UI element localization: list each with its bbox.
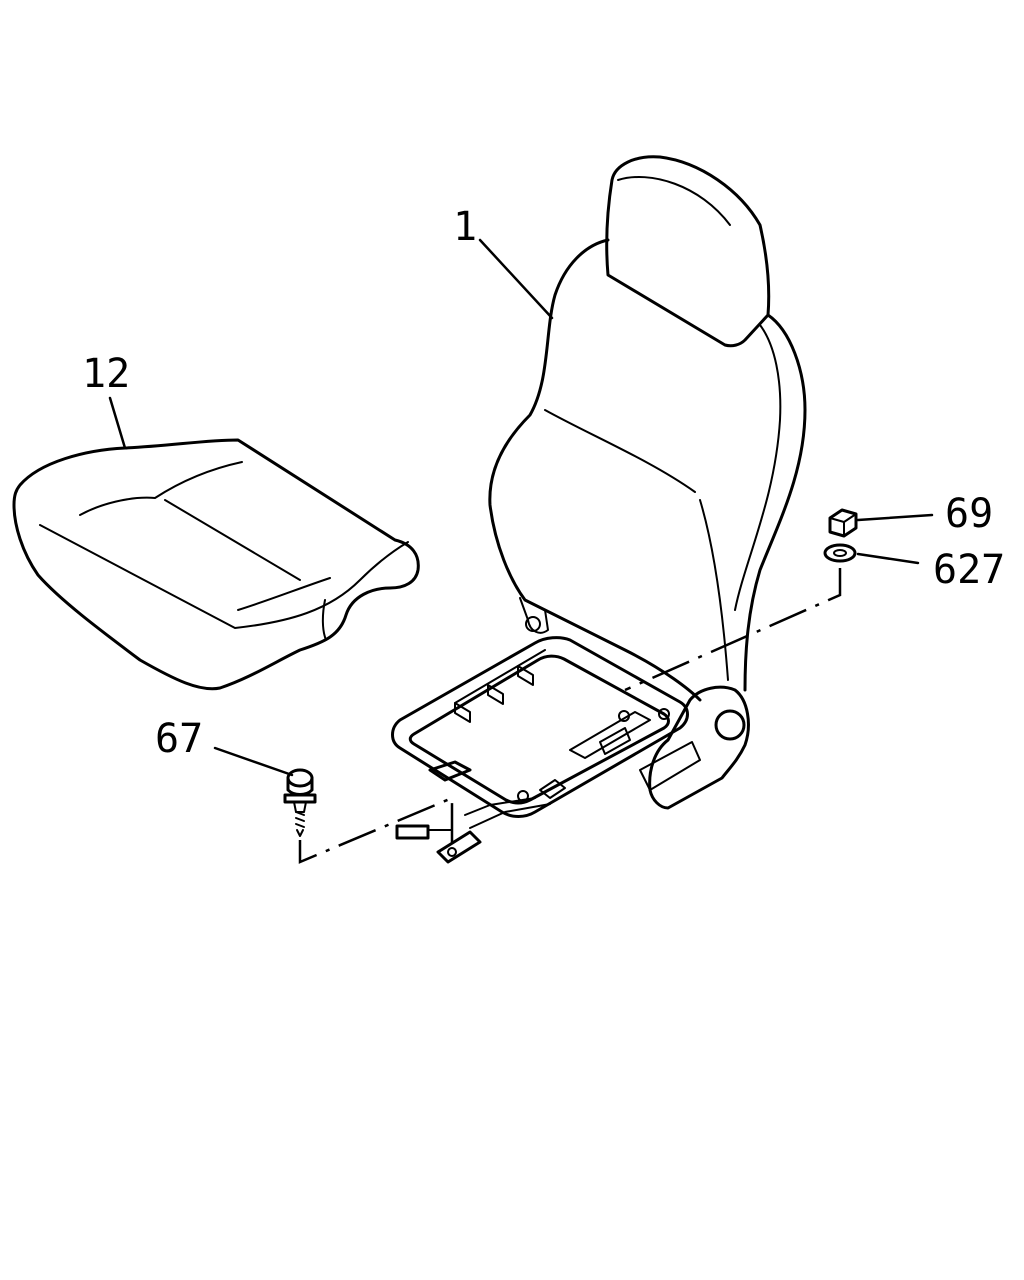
nut-drawing [828, 508, 858, 538]
callout-seat-cushion: 12 [82, 351, 130, 397]
callout-seat-assembly: 1 [453, 204, 477, 250]
installation-lines [298, 568, 842, 864]
callout-screw: 67 [155, 716, 203, 762]
seat-cushion-drawing [12, 438, 420, 691]
callout-nut: 69 [945, 491, 993, 537]
screw-drawing [283, 768, 317, 837]
leader-lines [108, 238, 934, 777]
seat-assembly-drawing [391, 155, 807, 864]
washer-drawing [823, 543, 857, 563]
callout-washer: 627 [933, 547, 1005, 593]
